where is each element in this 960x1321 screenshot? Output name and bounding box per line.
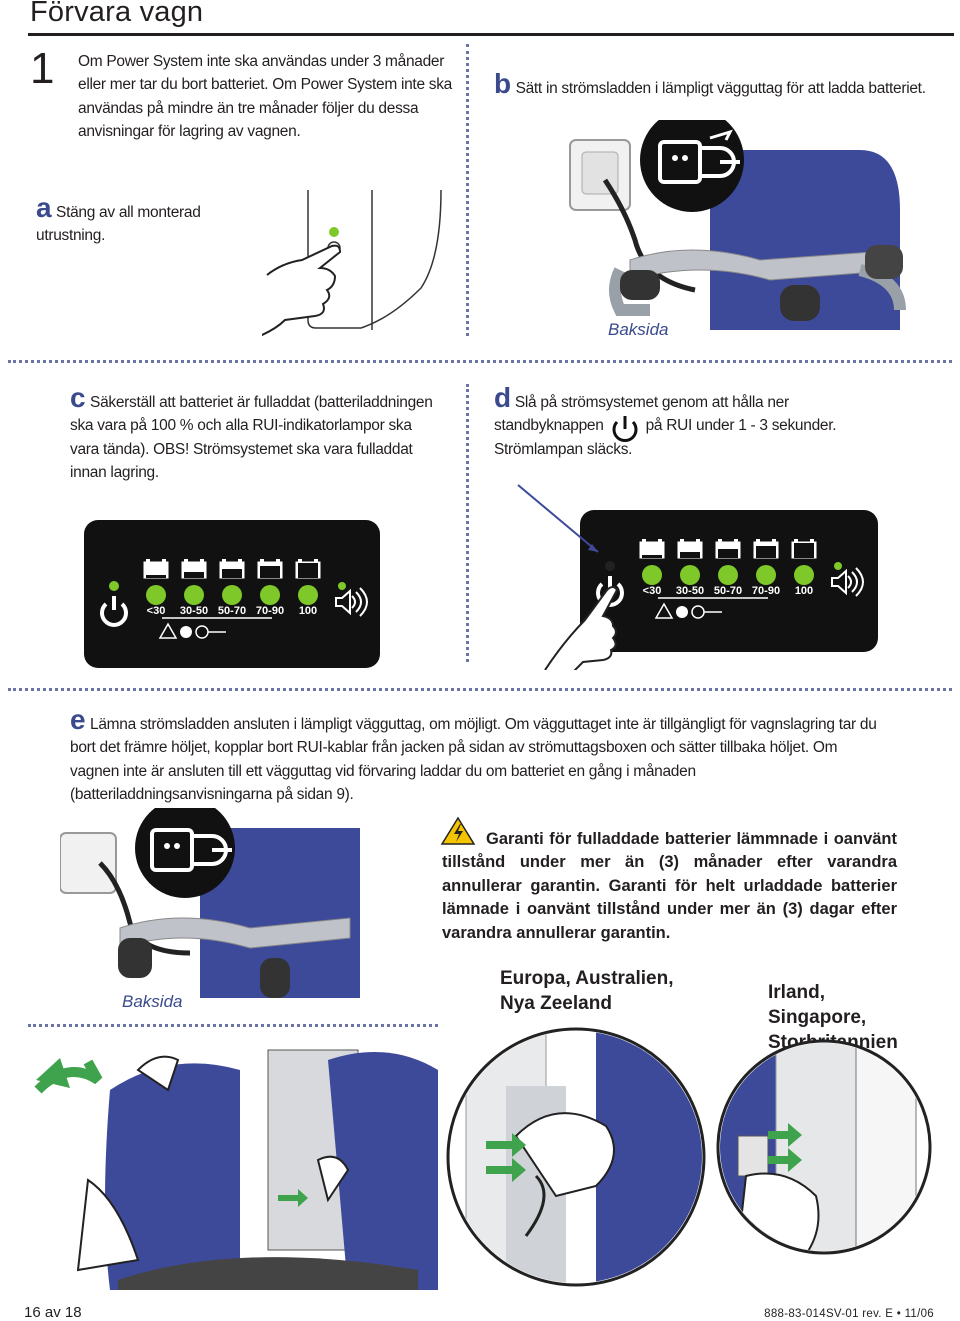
connector-uk-illustration bbox=[716, 1039, 932, 1255]
page-title: Förvara vagn bbox=[30, 0, 204, 28]
alarm-led bbox=[834, 562, 842, 570]
step-c: c Säkerställ att batteriet är fulladdat … bbox=[70, 384, 435, 485]
power-led bbox=[605, 561, 615, 571]
level-label: <30 bbox=[147, 605, 166, 617]
speaker-icon[interactable] bbox=[335, 587, 368, 617]
level-label: <30 bbox=[643, 585, 662, 597]
battery-level-icon bbox=[753, 539, 779, 559]
step-b: b Sätt in strömsladden i lämpligt väggut… bbox=[494, 70, 934, 100]
battery-level-icon bbox=[791, 539, 817, 559]
level-led bbox=[756, 565, 776, 585]
footer-document-id: 888-83-014SV-01 rev. E • 11/06 bbox=[764, 1308, 934, 1320]
level-led bbox=[642, 565, 662, 585]
title-rule bbox=[28, 33, 954, 36]
battery-level-icon bbox=[143, 559, 169, 579]
speaker-icon[interactable] bbox=[831, 567, 864, 597]
level-led bbox=[146, 585, 166, 605]
divider-vertical-top bbox=[466, 44, 469, 336]
battery-level-icon bbox=[181, 559, 207, 579]
power-led bbox=[109, 581, 119, 591]
rui-panel-full: <30 30-50 50-70 70-90 100 bbox=[84, 520, 380, 668]
connector-europe-illustration bbox=[446, 1027, 706, 1287]
level-label: 30-50 bbox=[180, 605, 208, 617]
level-led bbox=[260, 585, 280, 605]
standby-icon bbox=[608, 414, 642, 443]
battery-level-icon bbox=[639, 539, 665, 559]
warranty-warning: Garanti för fulladdade batterier lämmnad… bbox=[442, 830, 897, 942]
step-d-text-3: Strömlampan släcks. bbox=[494, 441, 633, 459]
level-label: 50-70 bbox=[218, 605, 246, 617]
step-e-letter: e bbox=[70, 704, 86, 735]
caption-baksida-b: Baksida bbox=[608, 320, 669, 339]
battery-level-icon bbox=[257, 559, 283, 579]
region-label-left: Europa, Australien, Nya Zeeland bbox=[500, 968, 674, 1014]
warning-icon bbox=[440, 816, 476, 845]
level-label: 100 bbox=[299, 605, 317, 617]
step-e-text: Lämna strömsladden ansluten i lämpligt v… bbox=[70, 716, 877, 804]
level-led bbox=[184, 585, 204, 605]
finger-standby-illustration bbox=[517, 484, 619, 670]
step-d-letter: d bbox=[494, 382, 511, 413]
arrow-right-icon bbox=[278, 1189, 308, 1207]
step-c-text: Säkerställ att batteriet är fulladdat (b… bbox=[70, 394, 433, 482]
level-label: 50-70 bbox=[714, 585, 742, 597]
fault-indicator-icon bbox=[654, 597, 768, 619]
wheel-icon bbox=[620, 245, 903, 321]
divider-horizontal-1 bbox=[8, 360, 952, 363]
fault-indicator-icon bbox=[158, 617, 272, 639]
step-a: a Stäng av all monterad utrustning. bbox=[36, 194, 246, 248]
step-a-letter: a bbox=[36, 192, 52, 223]
level-led bbox=[718, 565, 738, 585]
step-number: 1 bbox=[30, 44, 55, 93]
battery-level-icon bbox=[295, 559, 321, 579]
step-e: e Lämna strömsladden ansluten i lämpligt… bbox=[70, 706, 885, 807]
cart-rear-plug-illustration-e bbox=[60, 808, 360, 998]
level-label: 100 bbox=[795, 585, 813, 597]
step-b-letter: b bbox=[494, 68, 512, 99]
battery-level-icon bbox=[715, 539, 741, 559]
cart-rear-plug-illustration bbox=[569, 120, 906, 330]
step-c-letter: c bbox=[70, 382, 86, 413]
rui-panel-standby: <30 30-50 50-70 70-90 100 bbox=[580, 510, 878, 652]
alarm-led bbox=[338, 582, 346, 590]
step-d-text-2: på RUI under 1 - 3 sekunder. bbox=[645, 417, 837, 435]
battery-level-icon bbox=[677, 539, 703, 559]
step-d: d Slå på strömsystemet genom att hålla n… bbox=[494, 384, 839, 462]
level-led bbox=[298, 585, 318, 605]
battery-level-icon bbox=[219, 559, 245, 579]
level-label: 70-90 bbox=[752, 585, 780, 597]
level-led bbox=[222, 585, 242, 605]
rui-panel-full-graphic: <30 30-50 50-70 70-90 100 bbox=[100, 559, 368, 639]
level-label: 30-50 bbox=[676, 585, 704, 597]
divider-horizontal-3 bbox=[28, 1024, 438, 1027]
level-label: 70-90 bbox=[256, 605, 284, 617]
level-led bbox=[680, 565, 700, 585]
remove-cover-illustration bbox=[34, 1049, 438, 1290]
divider-vertical-middle bbox=[466, 384, 469, 662]
caption-baksida-e: Baksida bbox=[122, 992, 183, 1011]
level-led bbox=[794, 565, 814, 585]
intro-text: Om Power System inte ska användas under … bbox=[78, 53, 452, 141]
step-d-text-1: Slå på strömsystemet genom att hålla ner… bbox=[494, 394, 789, 435]
arrow-left-icon bbox=[36, 1058, 70, 1088]
step-a-text: Stäng av all monterad utrustning. bbox=[36, 204, 201, 245]
finger-press-illustration bbox=[262, 190, 442, 337]
divider-horizontal-2 bbox=[8, 688, 952, 691]
step-b-text: Sätt in strömsladden i lämpligt väggutta… bbox=[515, 80, 926, 97]
rui-panel-standby-graphic: <30 30-50 50-70 70-90 100 bbox=[596, 539, 864, 619]
footer-page-number: 16 av 18 bbox=[24, 1304, 82, 1321]
power-button-icon[interactable] bbox=[100, 596, 128, 627]
